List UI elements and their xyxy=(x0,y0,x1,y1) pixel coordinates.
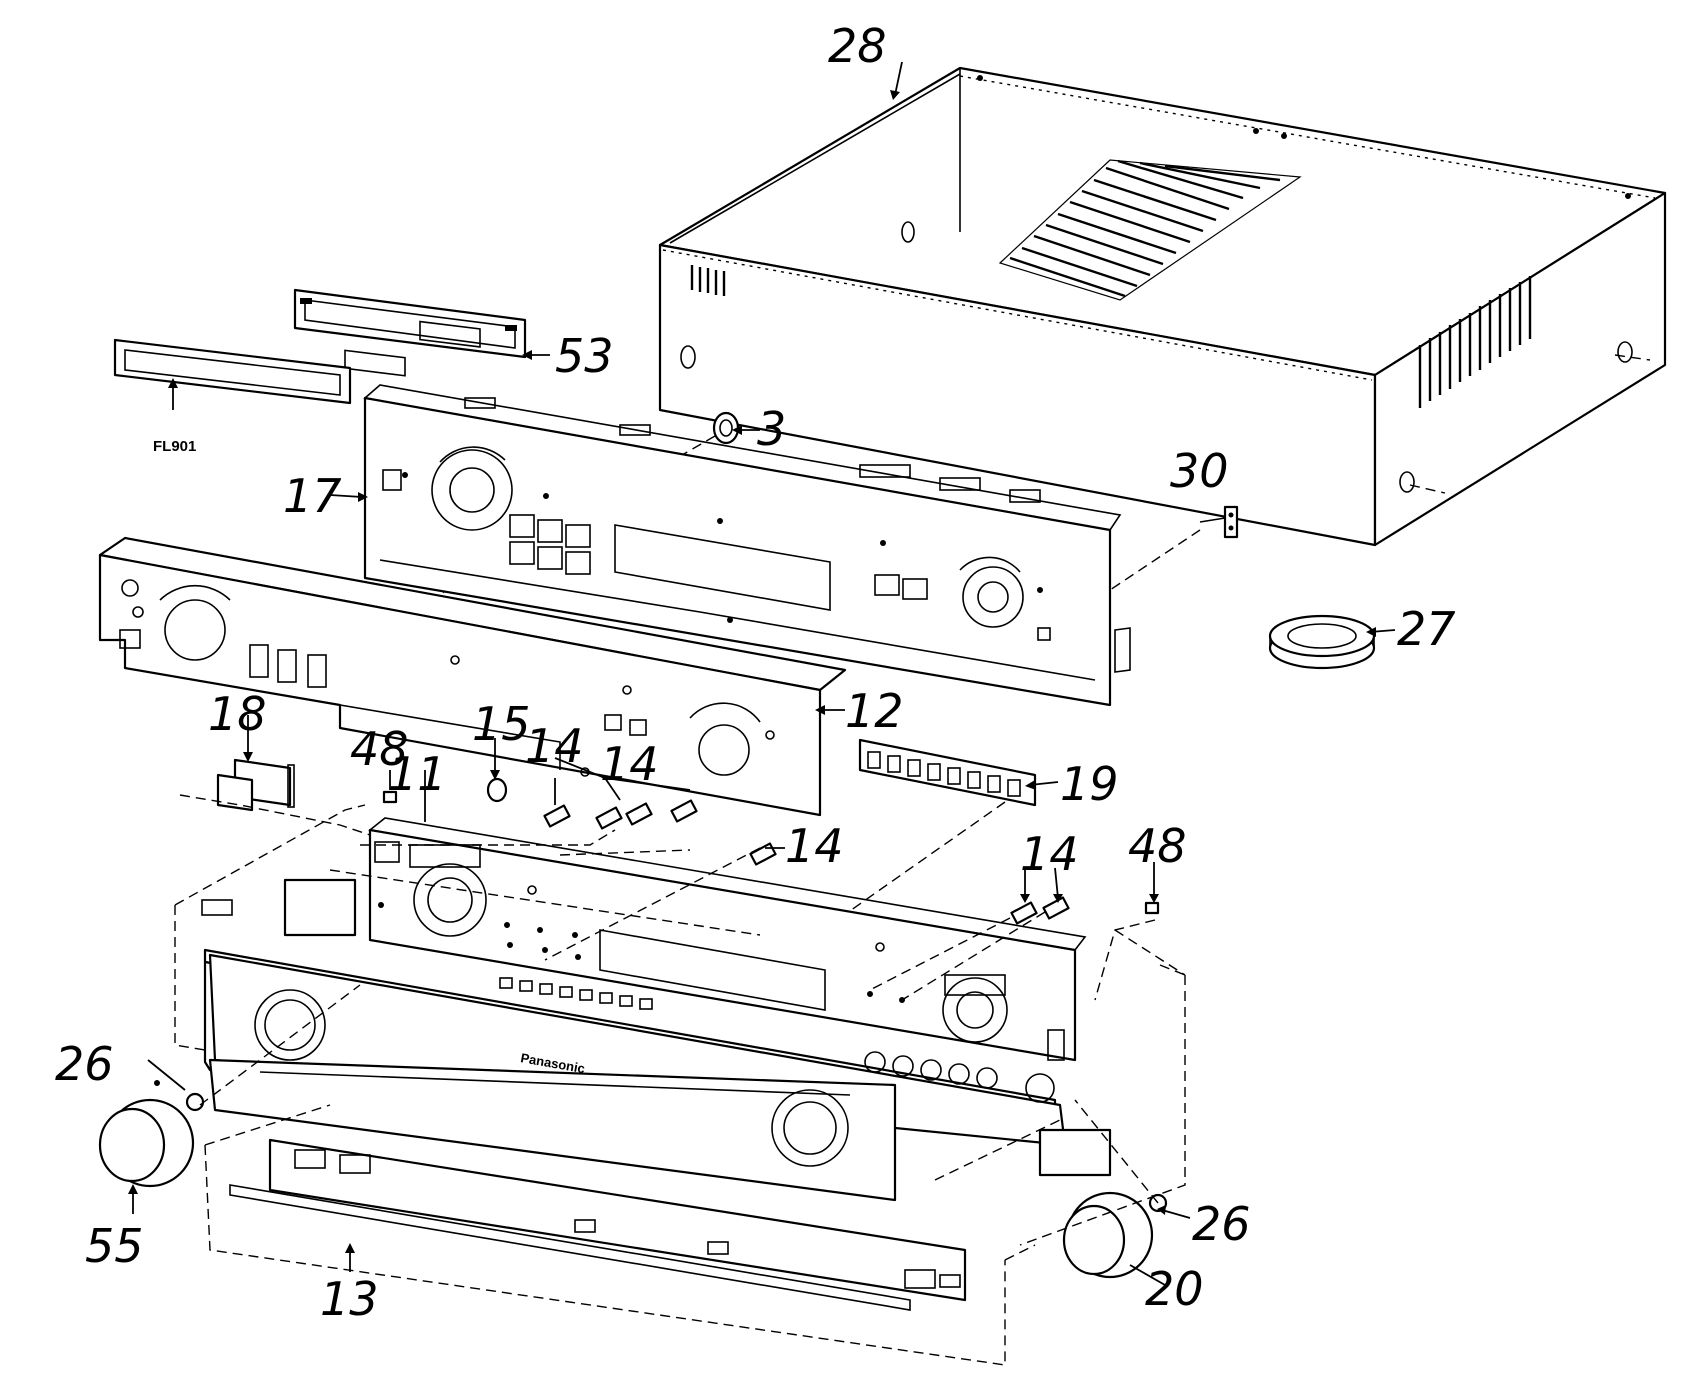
small-knob-part-15 xyxy=(486,738,508,803)
top-vent-grille xyxy=(998,159,1302,301)
callout-18: 18 xyxy=(208,687,267,741)
callout-53: 53 xyxy=(555,329,614,383)
callout-fl901: FL901 xyxy=(153,438,196,455)
leader-lines xyxy=(128,61,1396,1286)
small-pad-left xyxy=(201,899,233,916)
bracket-part-30 xyxy=(1109,505,1239,591)
callout-14-b: 14 xyxy=(600,737,659,791)
spacer-part-48-right xyxy=(1144,862,1160,915)
callout-28: 28 xyxy=(828,19,887,73)
sub-panel-part-12 xyxy=(98,536,847,817)
callout-12: 12 xyxy=(845,684,904,738)
callout-3: 3 xyxy=(757,402,786,456)
callout-14-a: 14 xyxy=(525,719,584,773)
display-holder-part-53 xyxy=(293,288,527,377)
side-vent-left xyxy=(690,265,726,296)
callout-17: 17 xyxy=(283,469,342,523)
front-glass xyxy=(208,1058,897,1202)
chassis-button-grid xyxy=(509,514,591,575)
callout-48-left: 48 xyxy=(350,722,409,776)
callout-14-c: 14 xyxy=(785,819,844,873)
callout-26-right: 26 xyxy=(1192,1197,1251,1251)
callout-26-left: 26 xyxy=(55,1037,114,1091)
front-chassis-part-17 xyxy=(363,384,1131,707)
callout-labels: 28 53 FL901 3 17 30 27 12 18 48 15 14 14… xyxy=(55,19,1456,1326)
front-panel-button-row xyxy=(499,977,653,1010)
callout-55: 55 xyxy=(85,1219,144,1273)
spacer-part-48-left xyxy=(382,790,398,804)
callout-48-right: 48 xyxy=(1128,819,1187,873)
callout-15: 15 xyxy=(472,697,531,751)
callout-13: 13 xyxy=(320,1272,379,1326)
callout-19: 19 xyxy=(1060,757,1119,811)
button-strip-keys xyxy=(867,751,1021,797)
side-vent-right xyxy=(1418,276,1532,408)
callout-20: 20 xyxy=(1145,1262,1204,1316)
top-cover-part-28 xyxy=(658,66,1667,547)
assembly-guide-lines xyxy=(174,794,1186,1366)
volume-knob-part-55 xyxy=(98,1080,205,1188)
display-tube-fl901 xyxy=(113,338,352,405)
cushion-pad-left xyxy=(283,878,357,937)
front-cabinet-input-jacks xyxy=(864,1051,1055,1103)
callout-11: 11 xyxy=(388,747,447,801)
trim-strip-part-13 xyxy=(229,1138,967,1311)
callout-27: 27 xyxy=(1397,602,1456,656)
callout-30: 30 xyxy=(1170,444,1229,498)
led-holder-part-14-group xyxy=(543,757,1070,925)
cushion-pad-right xyxy=(1038,1128,1112,1177)
power-switch-part-18 xyxy=(216,715,295,812)
ring-part-27 xyxy=(1268,614,1376,670)
callout-14-d: 14 xyxy=(1020,827,1079,881)
